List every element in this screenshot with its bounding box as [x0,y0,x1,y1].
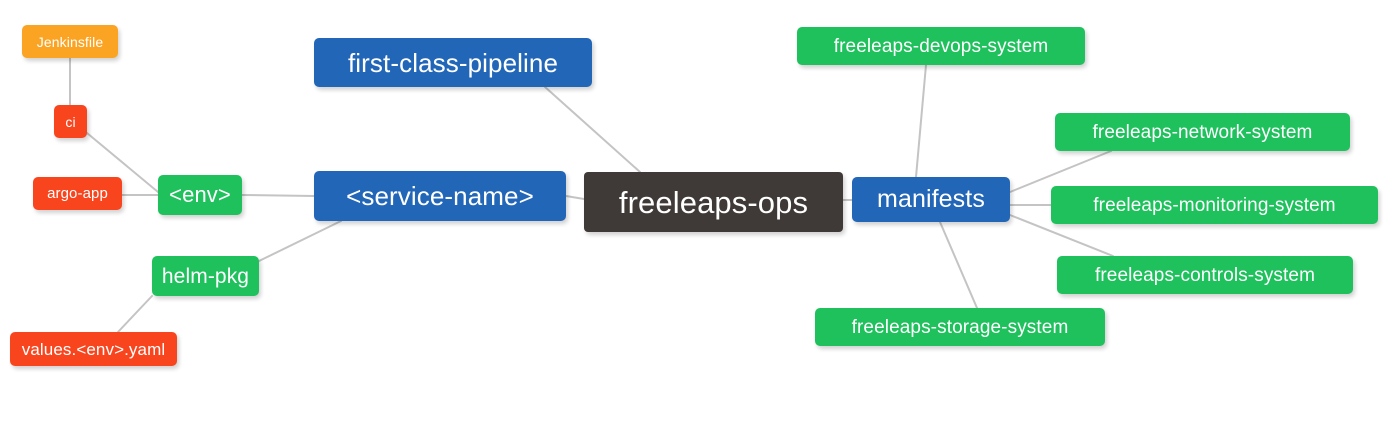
node-label: Jenkinsfile [36,33,104,50]
mindmap-node-network-system[interactable]: freeleaps-network-system [1055,113,1350,151]
edge-manifests-to-devops-system [915,64,927,178]
edge-env-to-service-name [241,194,315,197]
mindmap-node-service-name[interactable]: <service-name> [314,171,566,221]
node-label: <env> [169,182,231,207]
edge-helm-pkg-to-service-name [258,220,342,262]
mindmap-node-manifests[interactable]: manifests [852,177,1010,222]
node-label: values.<env>.yaml [21,339,166,359]
mindmap-node-env[interactable]: <env> [158,175,242,215]
mindmap-node-storage-system[interactable]: freeleaps-storage-system [815,308,1105,346]
mindmap-node-controls-system[interactable]: freeleaps-controls-system [1057,256,1353,294]
node-label: freeleaps-network-system [1092,121,1313,143]
node-label: first-class-pipeline [347,47,559,78]
node-label: helm-pkg [161,264,250,288]
node-label: freeleaps-devops-system [833,35,1049,57]
mindmap-node-helm-pkg[interactable]: helm-pkg [152,256,259,296]
mindmap-node-devops-system[interactable]: freeleaps-devops-system [797,27,1085,65]
edge-first-class-pipeline-to-freeleaps-ops [544,86,641,173]
mindmap-node-freeleaps-ops[interactable]: freeleaps-ops [584,172,843,232]
node-label: <service-name> [346,181,534,211]
edge-values-yaml-to-helm-pkg [117,295,153,333]
node-label: manifests [877,185,985,213]
edge-service-name-to-freeleaps-ops [565,195,585,200]
node-label: freeleaps-monitoring-system [1093,194,1336,216]
mindmap-node-monitoring-system[interactable]: freeleaps-monitoring-system [1051,186,1378,224]
edge-manifests-to-storage-system [939,221,978,309]
node-label: freeleaps-storage-system [851,316,1069,338]
node-label: freeleaps-ops [618,184,809,220]
node-label: freeleaps-controls-system [1094,264,1316,286]
node-label: ci [65,113,76,130]
mindmap-node-first-class-pipeline[interactable]: first-class-pipeline [314,38,592,87]
mindmap-node-ci[interactable]: ci [54,105,87,138]
mindmap-node-jenkinsfile[interactable]: Jenkinsfile [22,25,118,58]
mindmap-node-argo-app[interactable]: argo-app [33,177,122,210]
node-label: argo-app [47,185,108,202]
mindmap-node-values-yaml[interactable]: values.<env>.yaml [10,332,177,366]
